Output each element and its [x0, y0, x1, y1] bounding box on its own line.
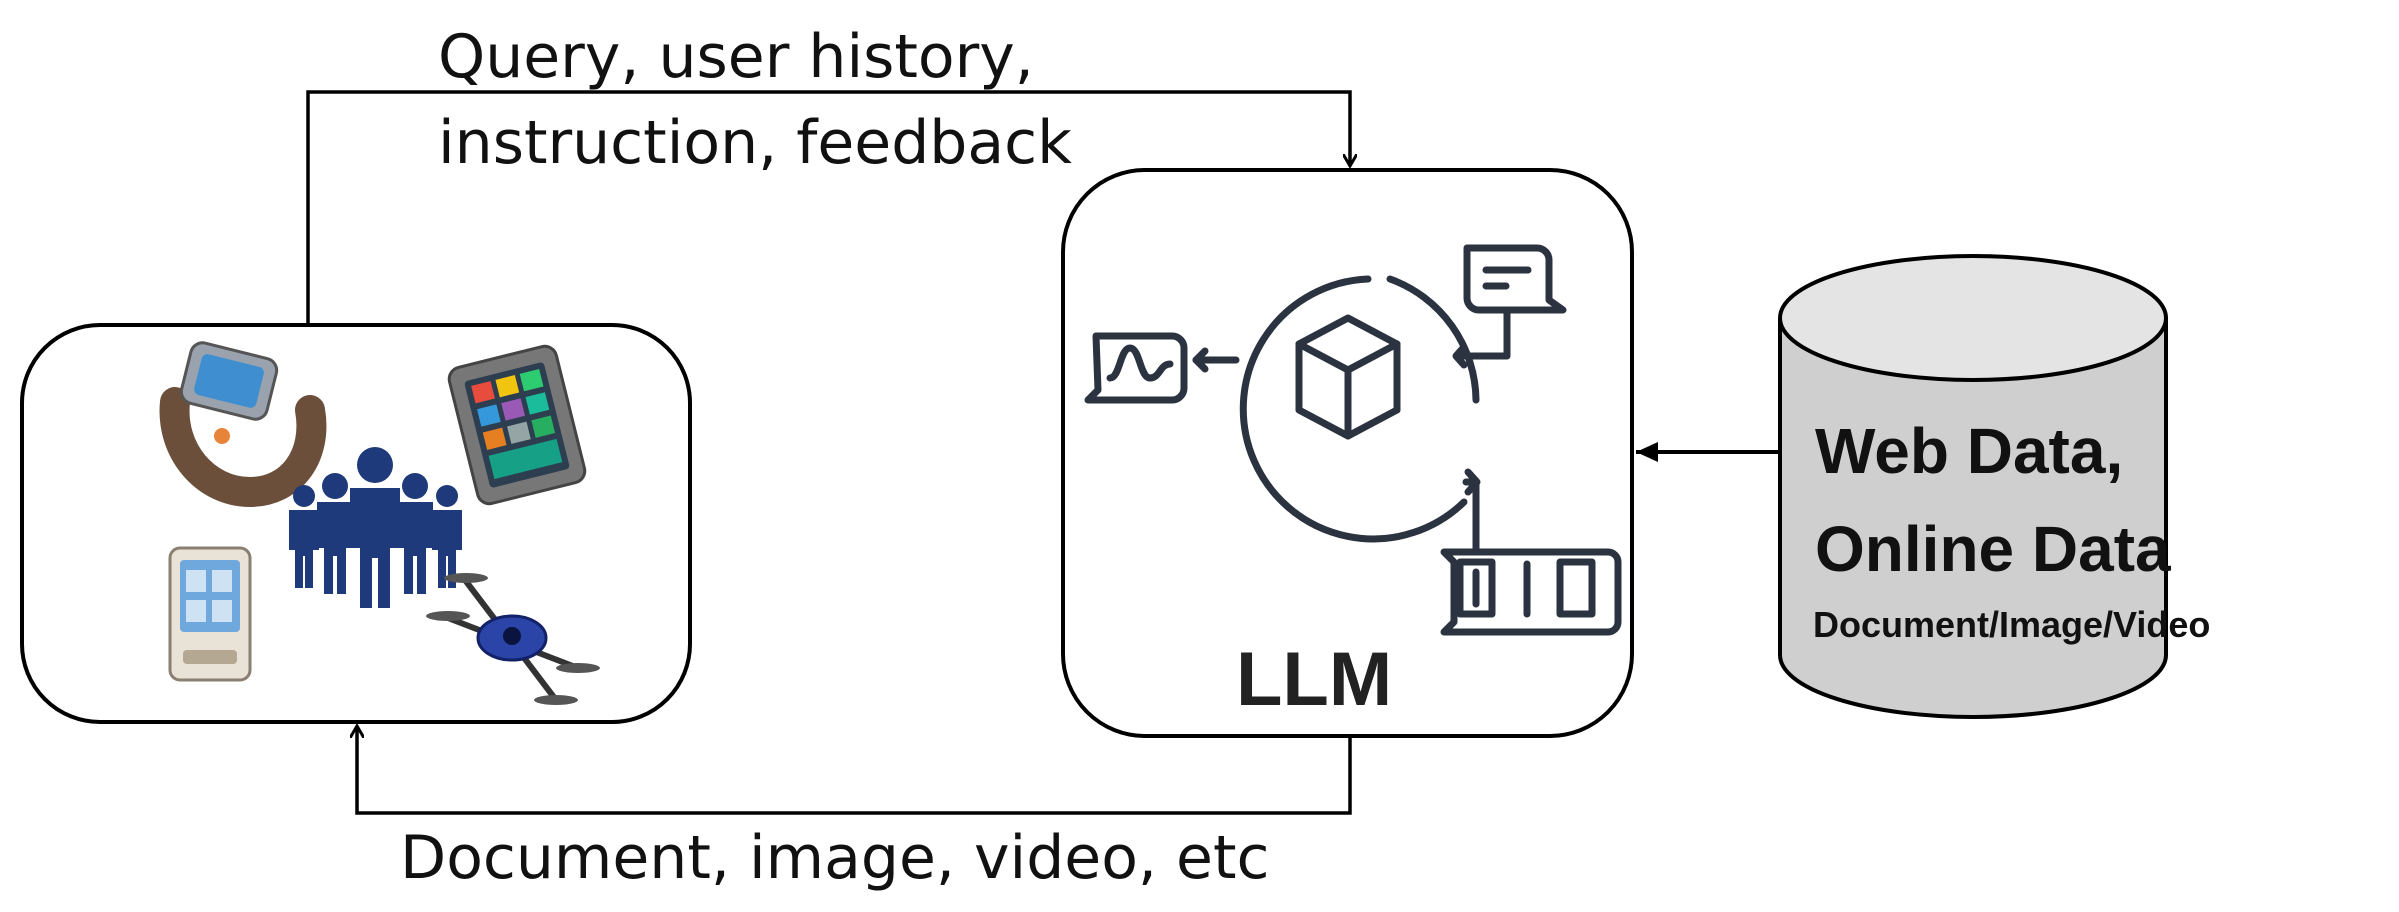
- llm-title: LLM: [1236, 637, 1393, 722]
- drone-icon: [426, 573, 600, 705]
- response-connector-arrow: [357, 726, 1352, 815]
- binary-bubble-icon: [1440, 548, 1622, 636]
- cycle-arc-right: [1386, 275, 1480, 404]
- people-group-icon: [289, 447, 462, 608]
- query-label-line1: Query, user history,: [438, 22, 1034, 92]
- query-label: Query, user history, instruction, feedba…: [438, 14, 1072, 186]
- waveform-bubble-icon: [1084, 332, 1188, 404]
- cycle-arc-left: [1239, 275, 1468, 543]
- chat-bubble-icon: [1463, 244, 1567, 314]
- cube-icon: [1295, 314, 1401, 440]
- response-label: Document, image, video, etc: [400, 823, 1270, 893]
- database-cylinder-icon: [1778, 254, 2168, 719]
- query-label-line2: instruction, feedback: [438, 108, 1072, 178]
- thermostat-icon: [168, 546, 252, 682]
- query-connector-arrow: [306, 90, 1350, 325]
- database-subtitle: Document/Image/Video: [1813, 604, 2211, 645]
- tablet-icon: [447, 344, 587, 506]
- smartwatch-icon: [159, 341, 327, 508]
- llm-process-icon: [1084, 244, 1622, 636]
- database-title-line1: Web Data,: [1815, 415, 2124, 487]
- database-title-line2: Online Data: [1815, 513, 2171, 585]
- chat-connector: [1455, 306, 1511, 360]
- database-title: Web Data, Online Data: [1815, 402, 2171, 598]
